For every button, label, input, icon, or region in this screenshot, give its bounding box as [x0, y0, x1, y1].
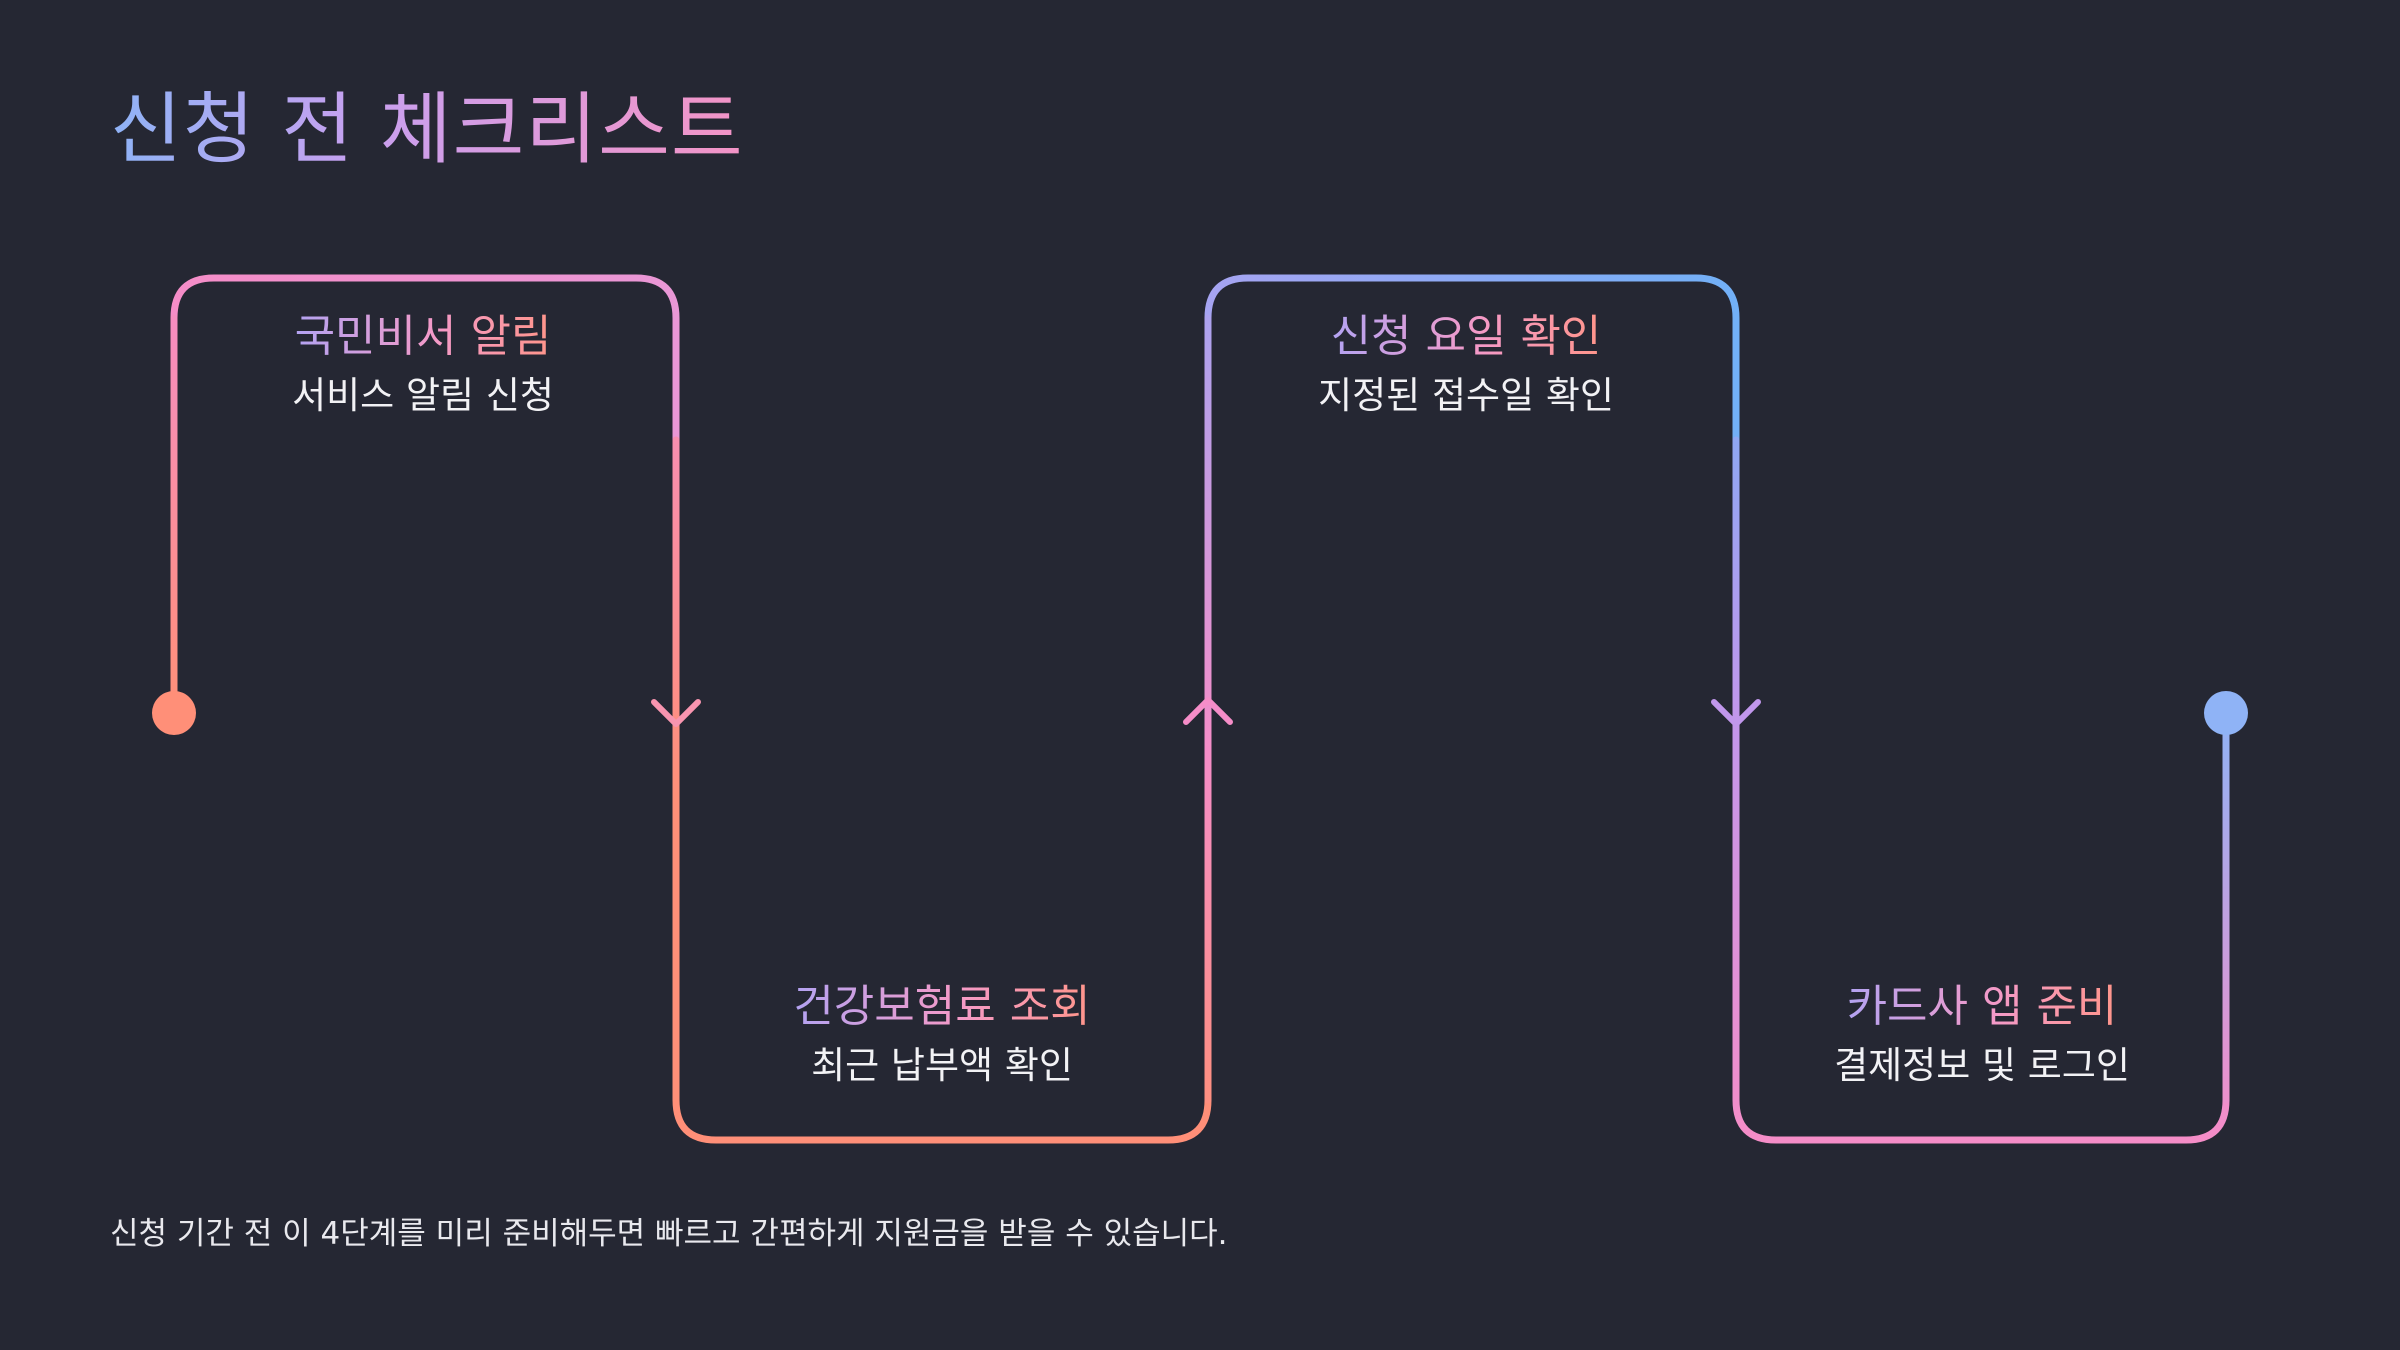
step-title: 신청 요일 확인	[1331, 308, 1602, 366]
step-2: 건강보험료 조회 최근 납부액 확인	[682, 978, 1202, 1092]
footer-note: 신청 기간 전 이 4단계를 미리 준비해두면 빠르고 간편하게 지원금을 받을…	[110, 1216, 1228, 1252]
step-description: 최근 납부액 확인	[811, 1044, 1073, 1087]
start-dot	[152, 691, 196, 735]
arrow-down-icon-2	[1711, 699, 1761, 727]
page-title: 신청 전 체크리스트	[110, 85, 744, 175]
step-description: 지정된 접수일 확인	[1318, 374, 1614, 417]
step-title: 국민비서 알림	[295, 308, 552, 366]
flow-segment-4	[1732, 436, 2230, 1144]
end-dot	[2204, 691, 2248, 735]
flow-segment-2	[672, 706, 1212, 1144]
flow-segment-1	[170, 274, 680, 714]
step-title: 카드사 앱 준비	[1847, 978, 2118, 1036]
step-3: 신청 요일 확인 지정된 접수일 확인	[1206, 308, 1726, 422]
step-4: 카드사 앱 준비 결제정보 및 로그인	[1722, 978, 2242, 1092]
step-1: 국민비서 알림 서비스 알림 신청	[163, 308, 683, 422]
step-description: 서비스 알림 신청	[292, 374, 554, 417]
step-description: 결제정보 및 로그인	[1834, 1044, 2130, 1087]
flow-segment-3	[1204, 274, 1740, 714]
arrow-down-icon-1	[651, 699, 701, 727]
arrow-up-icon	[1183, 697, 1233, 725]
step-title: 건강보험료 조회	[793, 978, 1090, 1036]
